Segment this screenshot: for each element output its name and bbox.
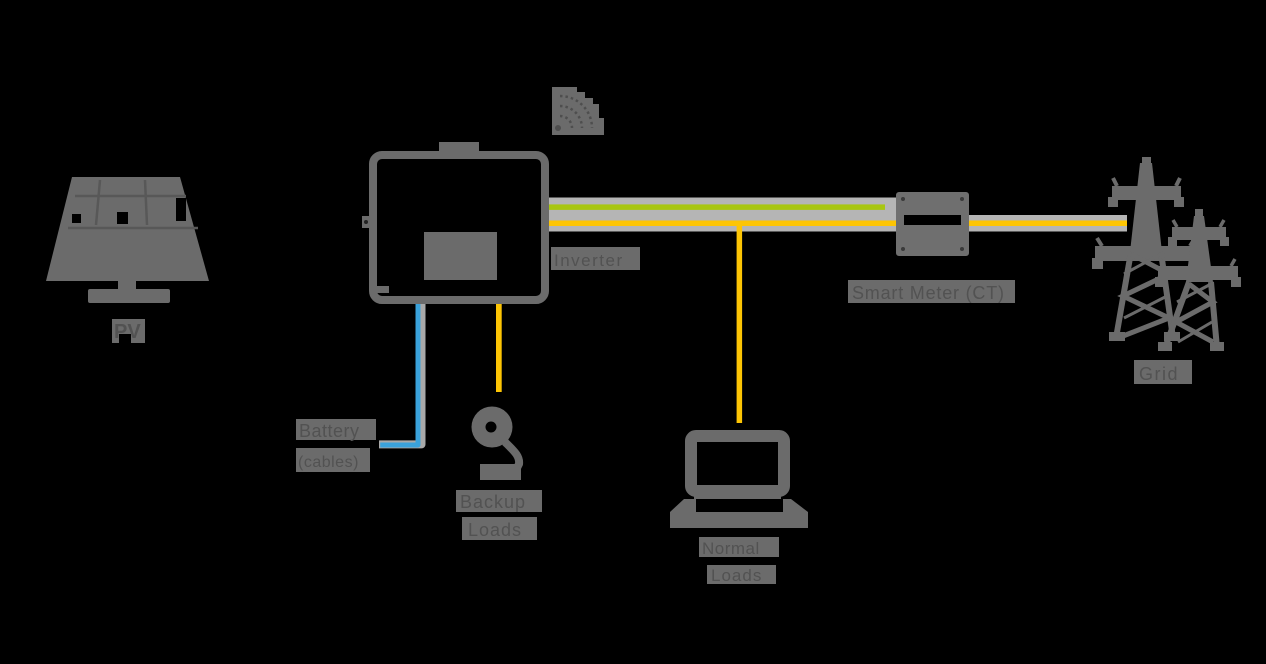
svg-text:Inverter: Inverter — [554, 251, 624, 270]
svg-text:Loads: Loads — [468, 520, 522, 540]
svg-text:PV: PV — [114, 321, 141, 343]
svg-text:Smart Meter (CT): Smart Meter (CT) — [852, 283, 1005, 303]
svg-text:Grid: Grid — [1139, 364, 1179, 384]
svg-text:(cables): (cables) — [298, 454, 359, 471]
svg-text:Battery: Battery — [299, 421, 360, 441]
svg-text:Normal: Normal — [702, 539, 760, 558]
svg-text:Backup: Backup — [460, 492, 526, 512]
svg-text:Loads: Loads — [711, 566, 762, 585]
